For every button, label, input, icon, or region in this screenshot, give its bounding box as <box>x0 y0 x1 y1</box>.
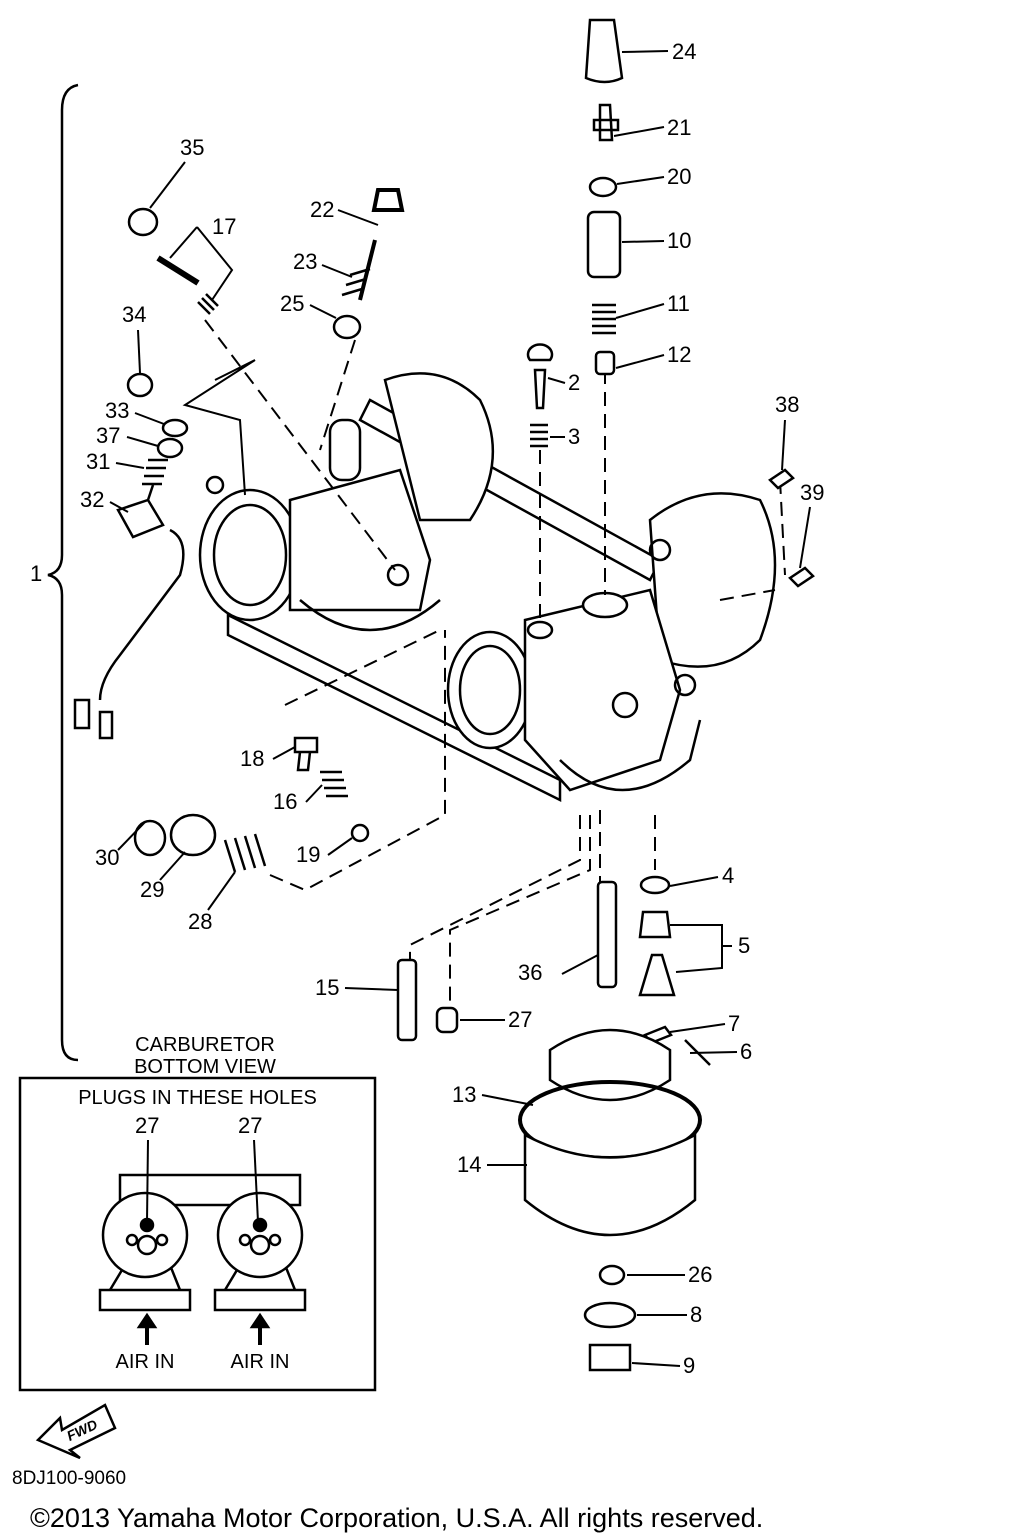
callout-21: 21 <box>667 115 692 140</box>
part-39-screw <box>788 566 815 588</box>
callout-31: 31 <box>86 449 111 474</box>
callout-35: 35 <box>180 135 205 160</box>
callout-20: 20 <box>667 164 692 189</box>
part-3-spring <box>530 423 548 448</box>
callout-11: 11 <box>667 291 690 316</box>
callout-3: 3 <box>568 424 581 449</box>
callout-18: 18 <box>240 746 265 771</box>
callout-16: 16 <box>273 789 298 814</box>
part-5-jet-a <box>638 910 672 939</box>
callout-25: 25 <box>280 291 305 316</box>
part-9-plug <box>588 1343 632 1372</box>
callout-23: 23 <box>293 249 318 274</box>
carburetor-right <box>446 492 777 792</box>
copyright-notice: ©2013 Yamaha Motor Corporation, U.S.A. A… <box>30 1503 764 1533</box>
callout-12: 12 <box>667 342 692 367</box>
callout-13: 13 <box>452 1082 477 1107</box>
mounting-rail-lower <box>226 612 562 803</box>
part-8-washer <box>583 1301 637 1329</box>
carburetor-left <box>198 372 495 632</box>
part-32-sensor <box>98 484 185 701</box>
callout-38: 38 <box>775 392 800 417</box>
callout-2: 2 <box>568 370 581 395</box>
part-17-screw <box>156 255 200 286</box>
callout-6: 6 <box>740 1039 753 1064</box>
callout-19: 19 <box>296 842 321 867</box>
callout-37: 37 <box>96 423 121 448</box>
callout-24: 24 <box>672 39 697 64</box>
callout-15: 15 <box>315 975 340 1000</box>
callout-36: 36 <box>518 960 543 985</box>
part-19-clip <box>350 823 370 843</box>
part-38-screw <box>768 468 795 490</box>
callout-7: 7 <box>728 1011 741 1036</box>
callout-4: 4 <box>722 863 735 888</box>
part-25-cap <box>332 314 362 340</box>
mounting-rail-upper <box>358 398 662 582</box>
callout-1: 1 <box>30 561 43 586</box>
part-20-nut <box>588 176 618 198</box>
assembly-bracket <box>47 83 79 1062</box>
part-36-tube <box>596 880 618 989</box>
callout-34: 34 <box>122 302 147 327</box>
part-35-cap <box>127 207 159 237</box>
part-float <box>548 1028 672 1102</box>
part-33-washer <box>161 418 189 438</box>
callout-33: 33 <box>105 398 130 423</box>
part-26-screw <box>598 1264 626 1286</box>
part-27-plug <box>435 1006 459 1034</box>
callout-9: 9 <box>683 1353 696 1378</box>
callout-29: 29 <box>140 877 165 902</box>
part-21-screw <box>592 103 620 142</box>
inset-heading: PLUGS IN THESE HOLES <box>78 1087 317 1109</box>
callout-22: 22 <box>310 197 335 222</box>
part-22-screw <box>358 188 405 301</box>
part-23-spring <box>341 267 371 297</box>
callout-30: 30 <box>95 845 120 870</box>
part-34-cap <box>126 372 154 398</box>
callout-5: 5 <box>738 933 751 958</box>
inset-bottom-view <box>18 1076 377 1392</box>
air-in-label-left: AIR IN <box>115 1351 175 1373</box>
part-4-washer <box>639 875 671 895</box>
part-24-cap <box>584 18 624 84</box>
part-37-nut <box>156 437 184 459</box>
inset-plug-label-left: 27 <box>135 1113 160 1138</box>
part-10-guide <box>586 210 622 279</box>
callout-10: 10 <box>667 228 692 253</box>
part-12-plunger <box>594 350 616 376</box>
callout-32: 32 <box>80 487 105 512</box>
inset-plug-label-right: 27 <box>238 1113 263 1138</box>
air-in-label-right: AIR IN <box>230 1351 290 1373</box>
callout-14: 14 <box>457 1152 482 1177</box>
part-31-spring <box>142 458 168 486</box>
wire-connector <box>73 698 91 730</box>
inset-title-line2: BOTTOM VIEW <box>134 1056 276 1078</box>
diagram-code: 8DJ100-9060 <box>12 1468 127 1489</box>
callout-28: 28 <box>188 909 213 934</box>
callout-8: 8 <box>690 1302 703 1327</box>
part-15-jet <box>396 958 418 1042</box>
part-11-spring <box>592 303 616 335</box>
part-2-screw <box>526 343 554 410</box>
callout-26: 26 <box>688 1262 713 1287</box>
inset-title-line1: CARBURETOR <box>135 1034 275 1056</box>
callout-27: 27 <box>508 1007 533 1032</box>
part-5-jet-b <box>638 953 676 997</box>
part-14-bowl <box>523 1132 697 1237</box>
part-18-plunger <box>293 736 319 772</box>
part-29-boot <box>169 813 217 857</box>
part-16-spring <box>320 770 348 798</box>
callout-17: 17 <box>212 214 237 239</box>
fwd-arrow-icon <box>35 1403 117 1460</box>
part-28-spring <box>223 833 267 873</box>
part-30-cap <box>133 819 167 857</box>
callout-39: 39 <box>800 480 825 505</box>
